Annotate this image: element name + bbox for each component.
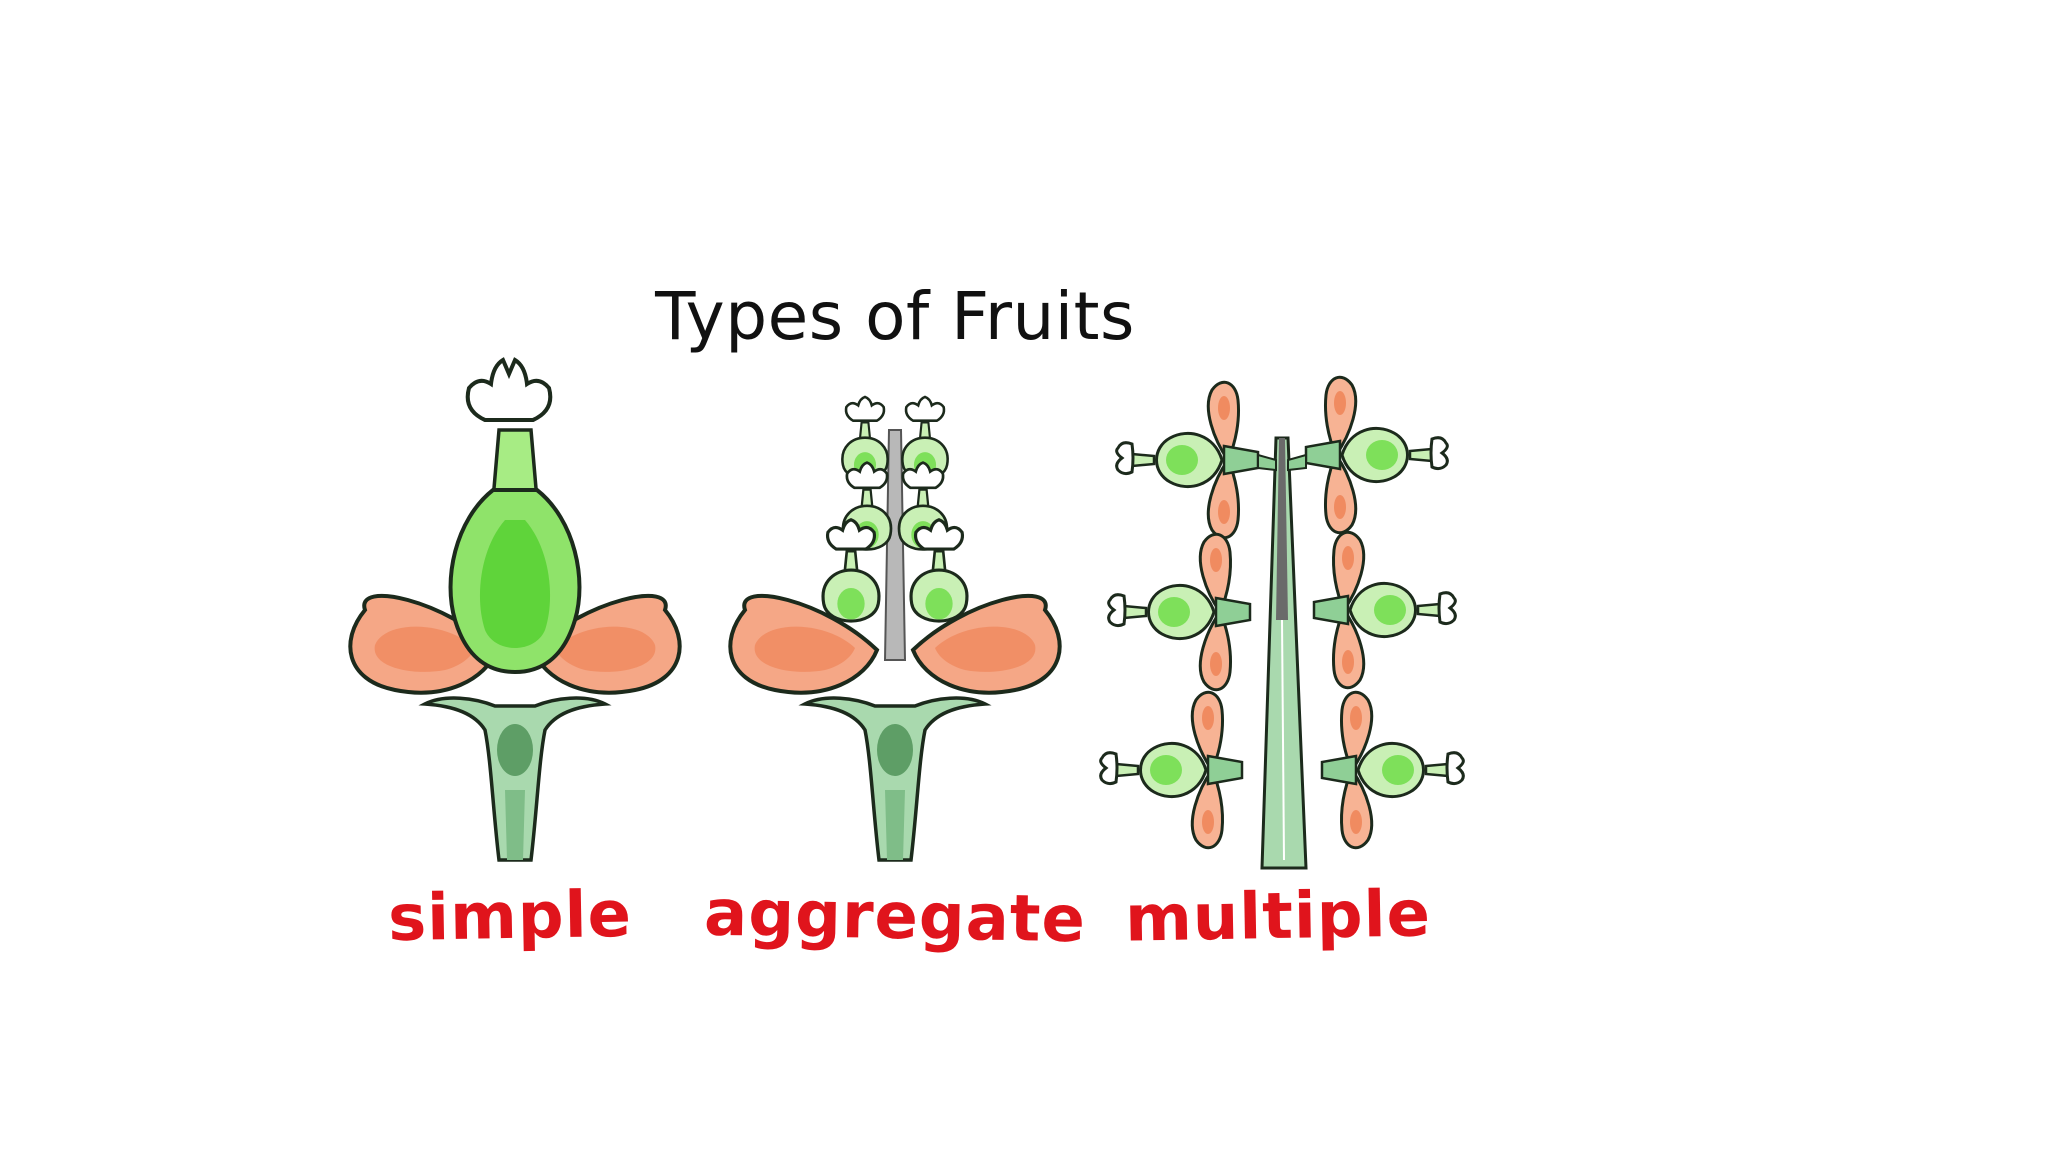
label-aggregate: aggregate bbox=[703, 876, 1087, 958]
label-multiple: multiple bbox=[1124, 877, 1432, 957]
simple-fruit-illustration bbox=[348, 357, 682, 862]
aggregate-fruit-illustration bbox=[728, 395, 1062, 862]
page-title: Types of Fruits bbox=[655, 278, 1135, 355]
multiple-fruit-illustration bbox=[1099, 375, 1465, 870]
label-simple: simple bbox=[387, 877, 633, 957]
